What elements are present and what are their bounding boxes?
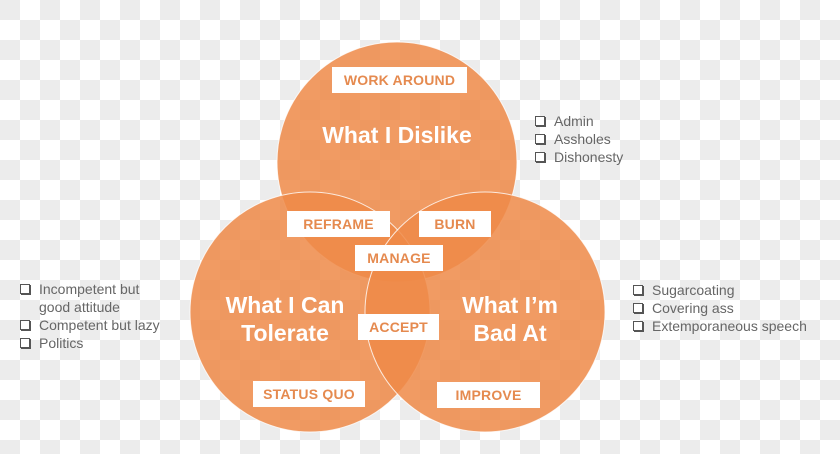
checkbox-icon bbox=[20, 338, 30, 348]
tag-accept: ACCEPT bbox=[358, 314, 439, 340]
list-item: Dishonesty bbox=[533, 148, 623, 166]
list-item: Sugarcoating bbox=[631, 281, 807, 299]
title-bad-at-line1: What I’m bbox=[462, 292, 558, 318]
tag-manage: MANAGE bbox=[355, 245, 443, 271]
list-item: Incompetent but good attitude bbox=[18, 280, 178, 316]
checkbox-icon bbox=[535, 134, 545, 144]
list-dislike: Admin Assholes Dishonesty bbox=[533, 112, 623, 166]
list-item: Admin bbox=[533, 112, 623, 130]
list-item: Covering ass bbox=[631, 299, 807, 317]
list-item: Extemporaneous speech bbox=[631, 317, 807, 335]
tag-reframe: REFRAME bbox=[287, 211, 390, 237]
tag-work-around: WORK AROUND bbox=[332, 67, 467, 93]
title-tolerate: What I Can Tolerate bbox=[205, 291, 365, 347]
title-bad-at-line2: Bad At bbox=[473, 320, 547, 346]
checkbox-icon bbox=[535, 152, 545, 162]
title-tolerate-line1: What I Can bbox=[225, 292, 345, 318]
list-item: Politics bbox=[18, 334, 178, 352]
tag-status-quo: STATUS QUO bbox=[253, 381, 365, 407]
checkbox-icon bbox=[535, 116, 545, 126]
checkbox-icon bbox=[20, 284, 30, 294]
checkbox-icon bbox=[633, 321, 643, 331]
title-dislike: What I Dislike bbox=[322, 122, 472, 148]
list-item: Assholes bbox=[533, 130, 623, 148]
title-bad-at: What I’m Bad At bbox=[440, 291, 580, 347]
list-tolerate: Incompetent but good attitude Competent … bbox=[18, 280, 178, 352]
checkbox-icon bbox=[633, 303, 643, 313]
list-bad-at: Sugarcoating Covering ass Extemporaneous… bbox=[631, 281, 807, 335]
title-tolerate-line2: Tolerate bbox=[241, 320, 329, 346]
checkbox-icon bbox=[633, 285, 643, 295]
tag-burn: BURN bbox=[419, 211, 491, 237]
tag-improve: IMPROVE bbox=[437, 382, 540, 408]
list-item: Competent but lazy bbox=[18, 316, 178, 334]
checkbox-icon bbox=[20, 320, 30, 330]
